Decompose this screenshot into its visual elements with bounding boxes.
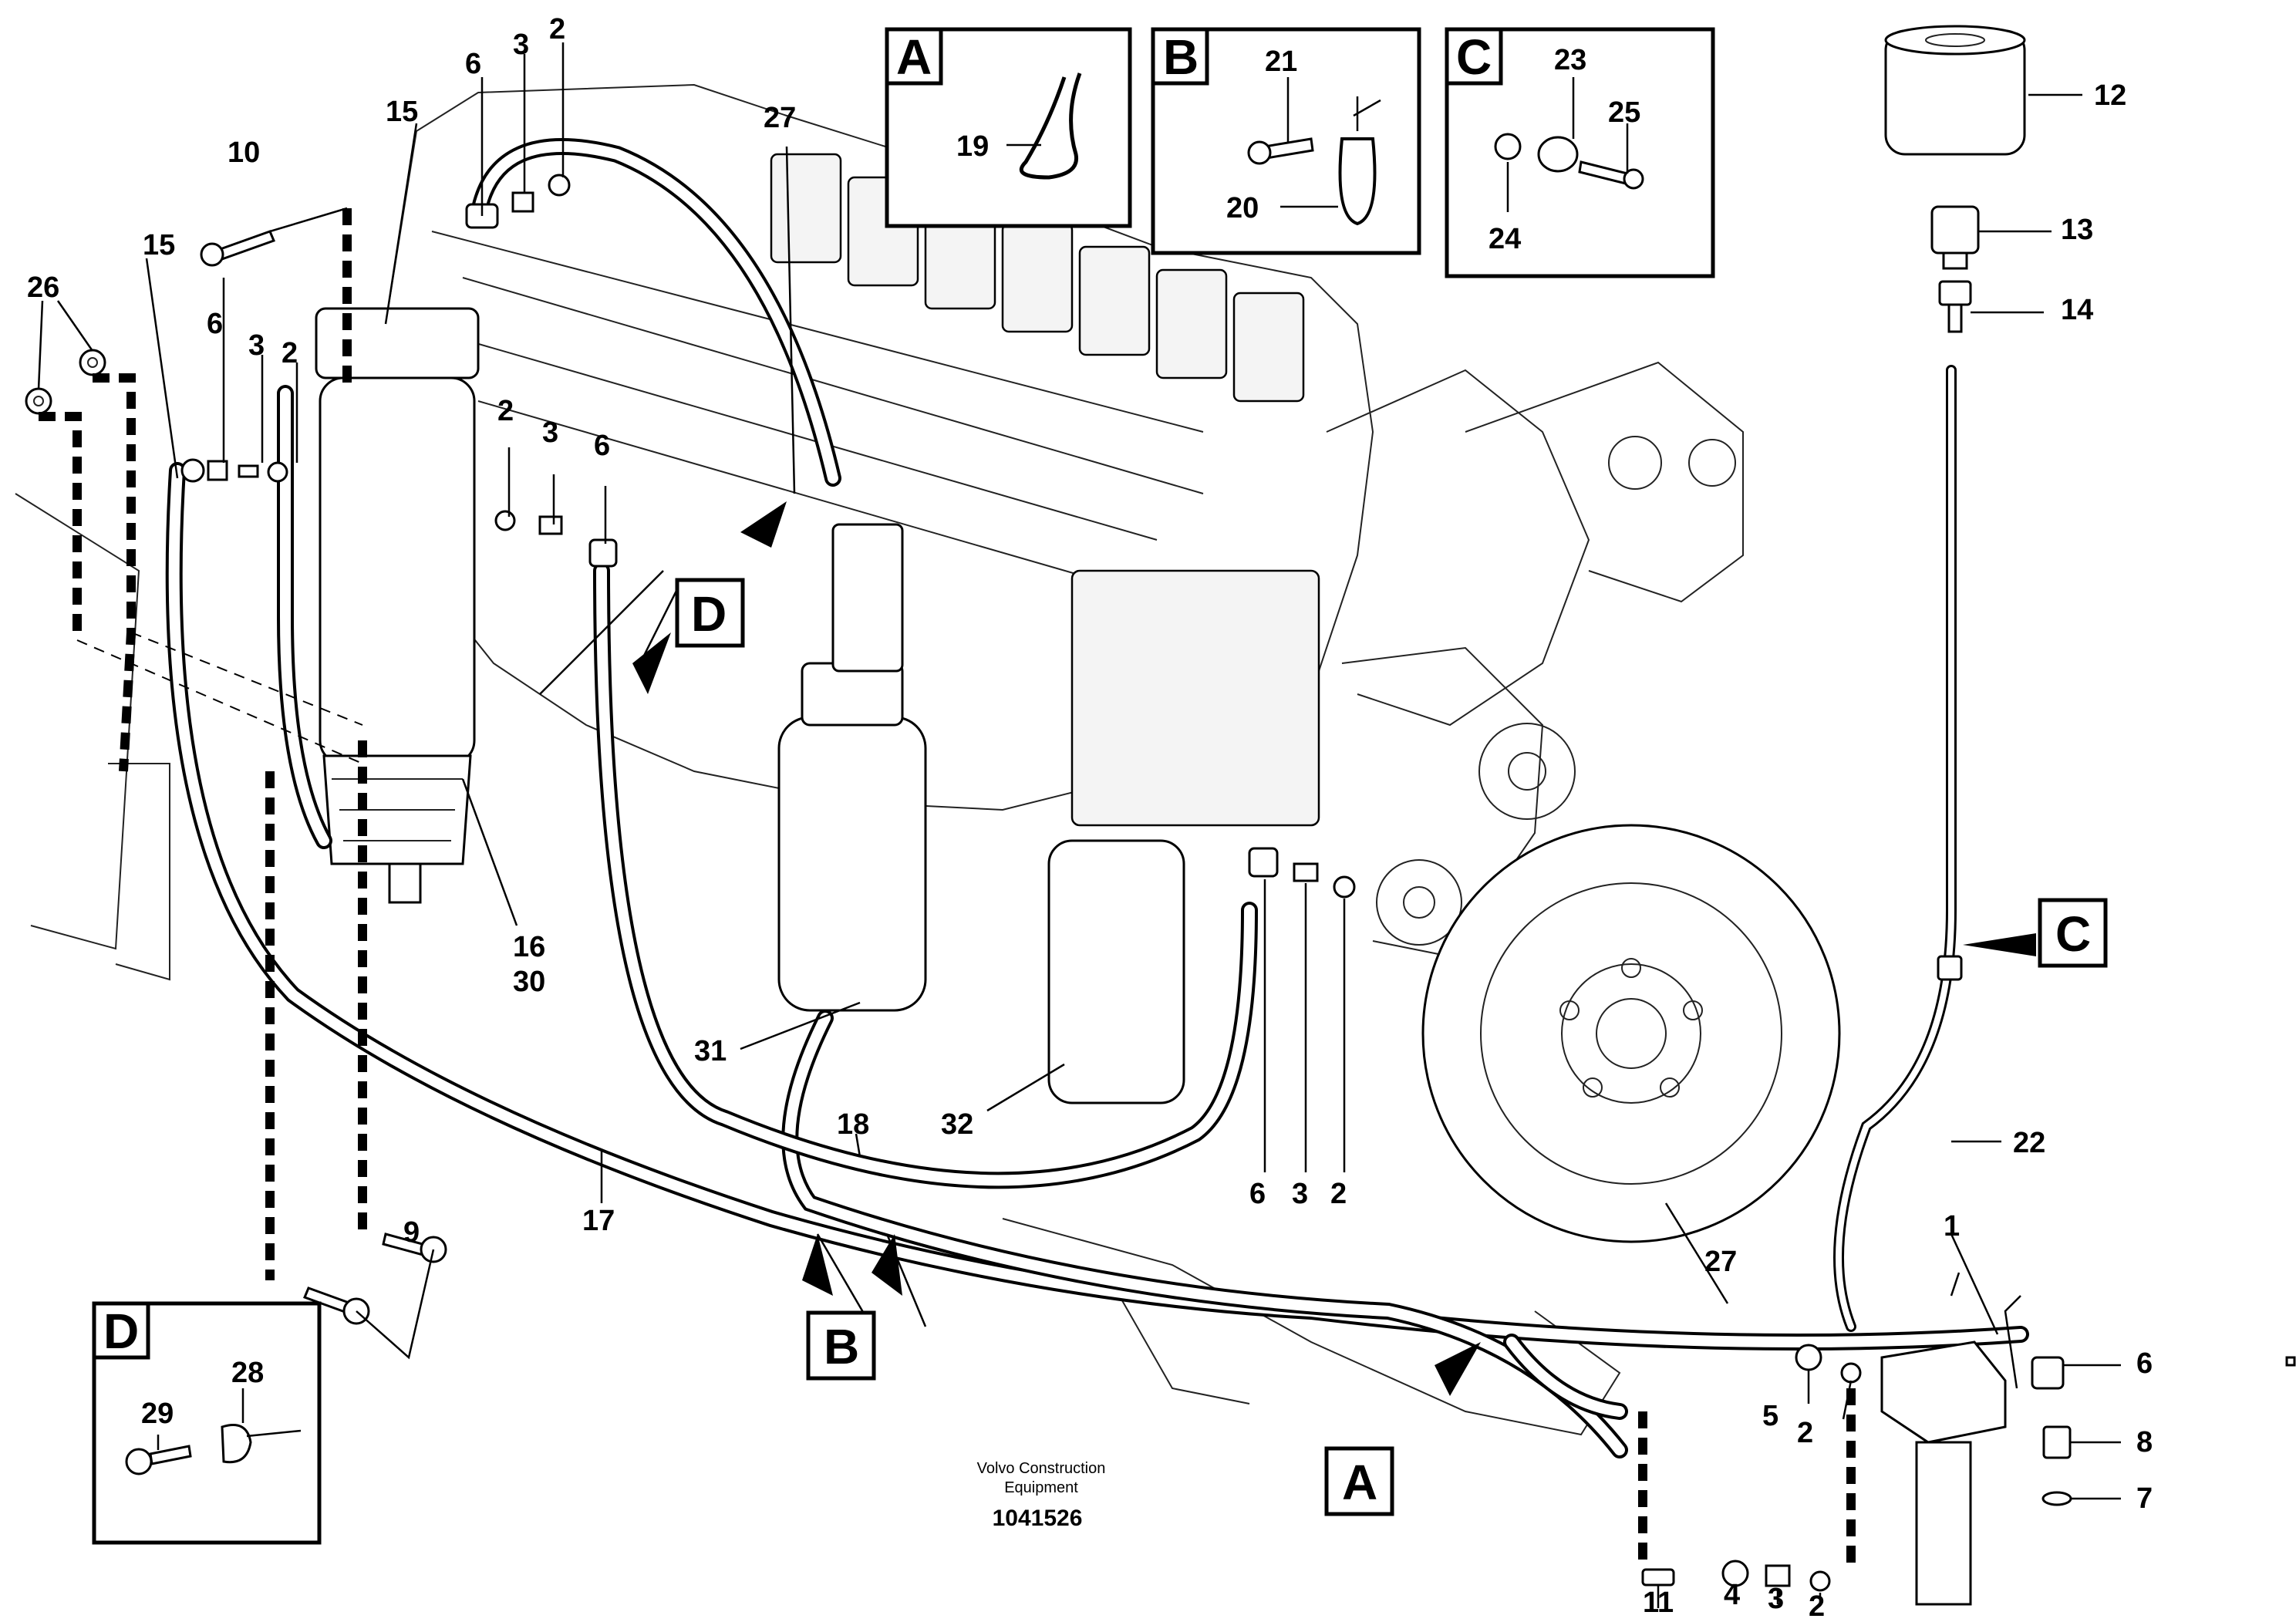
callout-21: 21: [1265, 46, 1297, 78]
leader-lines: [37, 42, 2121, 1608]
detail-box-b-letter: B: [1163, 29, 1199, 85]
marker-c: C: [2038, 898, 2108, 968]
callout-2f: 2: [549, 13, 565, 46]
marker-b: B: [806, 1310, 876, 1381]
detail-box-c-letter: C: [1456, 29, 1492, 85]
callout-15a: 15: [143, 229, 175, 261]
callout-17: 17: [582, 1205, 615, 1237]
fittings: [25, 174, 2072, 1592]
callout-32: 32: [941, 1108, 973, 1141]
marker-a-letter: A: [1342, 1455, 1377, 1510]
callout-3d: 3: [1768, 1583, 1784, 1615]
callouts: 12 13 14 22 1 27 6 8 7 5 2 11 4 3 2 6 3 …: [27, 13, 2153, 1622]
callout-9: 9: [403, 1216, 420, 1249]
detail-box-b: B 21 20: [1151, 27, 1421, 255]
callout-5: 5: [1762, 1400, 1778, 1432]
marker-b-letter: B: [824, 1319, 859, 1374]
callout-3c: 3: [1292, 1178, 1308, 1210]
callout-20: 20: [1226, 192, 1259, 224]
engine-illustration: [15, 83, 1841, 1436]
marker-d-letter: D: [691, 586, 727, 642]
callout-2b: 2: [497, 395, 514, 427]
marker-d: D: [675, 578, 745, 648]
callout-27a: 27: [764, 102, 796, 134]
callout-6d: 6: [465, 48, 481, 80]
detail-box-d-letter: D: [103, 1303, 139, 1359]
callout-11: 11: [1643, 1587, 1674, 1619]
fitting-block-1: [1880, 1340, 2296, 1606]
callout-4: 4: [1724, 1579, 1740, 1611]
filter-32: [1047, 839, 1185, 1104]
callout-2d: 2: [1797, 1417, 1813, 1449]
marker-arrows: [632, 501, 2036, 1396]
marker-c-letter: C: [2055, 906, 2091, 962]
marker-a: A: [1324, 1446, 1394, 1516]
callout-13: 13: [2061, 214, 2093, 246]
callout-15b: 15: [386, 96, 418, 128]
detail-box-d: D 29 28: [92, 1301, 322, 1545]
callout-27b: 27: [1704, 1246, 1737, 1278]
callout-30: 30: [513, 966, 545, 998]
credit-block: Volvo Construction Equipment 1041526: [977, 1460, 1106, 1531]
callout-25: 25: [1608, 96, 1640, 129]
callout-16: 16: [513, 931, 545, 963]
callout-3e: 3: [513, 29, 529, 61]
callout-8: 8: [2136, 1426, 2153, 1458]
callout-2a: 2: [282, 337, 298, 369]
filter-31: [777, 523, 927, 1012]
dashed-lines: [39, 208, 1856, 1566]
callout-3b: 3: [542, 416, 558, 449]
credit-line-1: Volvo Construction: [977, 1460, 1106, 1477]
detail-box-a-letter: A: [896, 29, 932, 85]
detail-box-c: C 23 25 24: [1445, 27, 1715, 278]
callout-1: 1: [1944, 1210, 1960, 1243]
detail-box-a: A 19: [885, 27, 1132, 228]
callout-24: 24: [1489, 223, 1521, 255]
callout-29: 29: [141, 1398, 174, 1430]
callout-26: 26: [27, 271, 59, 304]
fuel-filter-assembly: [277, 307, 480, 904]
callout-7: 7: [2136, 1482, 2153, 1515]
callout-22: 22: [2013, 1127, 2045, 1159]
breather-assembly: [1884, 25, 2026, 333]
hoses: [165, 138, 2029, 1458]
callout-3a: 3: [248, 329, 265, 362]
callout-2e: 2: [1809, 1590, 1825, 1622]
callout-18: 18: [837, 1108, 869, 1141]
callout-10: 10: [228, 137, 260, 169]
callout-6b: 6: [1249, 1178, 1266, 1210]
callout-23: 23: [1554, 44, 1586, 76]
credit-number: 1041526: [993, 1506, 1083, 1531]
callout-31: 31: [694, 1035, 727, 1067]
callout-19: 19: [956, 130, 989, 163]
callout-14: 14: [2061, 294, 2093, 326]
callout-6c: 6: [2136, 1347, 2153, 1380]
credit-line-2: Equipment: [1004, 1479, 1078, 1496]
callout-28: 28: [231, 1357, 264, 1389]
callout-6e: 6: [594, 430, 610, 462]
callout-12: 12: [2094, 79, 2126, 112]
callout-2c: 2: [1330, 1178, 1347, 1210]
callout-6a: 6: [207, 308, 223, 340]
